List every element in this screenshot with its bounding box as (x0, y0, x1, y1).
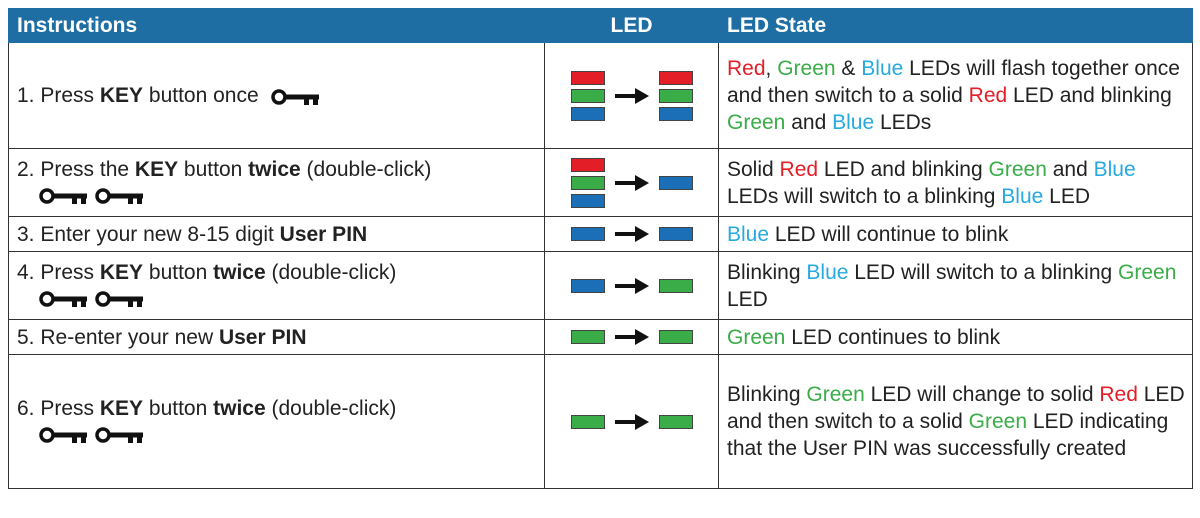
led-state-cell: Blue LED will continue to blink (718, 216, 1193, 252)
green-led (658, 330, 693, 344)
instruction-text: Press the (40, 158, 135, 181)
instruction-cell: 5. Re-enter your new User PIN (8, 319, 545, 355)
table-row: 2. Press the KEY button twice (double-cl… (8, 148, 1193, 217)
instruction-text: button once (143, 83, 259, 107)
instruction-cell: 6. Press KEY button twice (double-click) (8, 354, 545, 489)
green-led (570, 88, 605, 103)
table-row: 4. Press KEY button twice (double-click)… (8, 251, 1193, 320)
led-state-cell: Green LED continues to blink (718, 319, 1193, 355)
instructions-table: Instructions LED LED State 1. Press KEY … (8, 8, 1193, 489)
instruction-text: Press (40, 261, 100, 284)
instruction-bold: KEY (134, 158, 179, 181)
instruction-cell: 1. Press KEY button once (8, 42, 545, 149)
key-icons (17, 422, 538, 448)
instruction-bold: twice (213, 261, 266, 284)
key-icon (39, 188, 87, 205)
right-arrow-icon (614, 174, 649, 191)
green-led (570, 175, 605, 190)
led-cell (544, 251, 719, 320)
led-cell (544, 319, 719, 355)
instruction-text: (double-click) (300, 158, 432, 181)
blue-led (658, 106, 693, 121)
key-icons (17, 286, 538, 312)
led-state-cell: Blinking Green LED will change to solid … (718, 354, 1193, 489)
green-led (658, 278, 693, 293)
led-state-cell: Solid Red LED and blinking Green and Blu… (718, 148, 1193, 217)
key-icon (270, 82, 327, 109)
table-row: 5. Re-enter your new User PIN Green LED … (8, 319, 1193, 355)
header-led-state: LED State (718, 8, 1193, 43)
blue-led (570, 106, 605, 121)
red-led (570, 157, 605, 172)
red-led (570, 70, 605, 85)
instruction-bold: twice (213, 397, 266, 420)
led-stack-rgb (570, 70, 605, 121)
instruction-text: Re-enter your new (40, 325, 219, 349)
blue-led (570, 193, 605, 208)
instruction-text: button (143, 397, 214, 420)
green-led (570, 330, 605, 344)
instruction-text: button (178, 158, 249, 181)
key-icon (95, 427, 143, 444)
instruction-bold: KEY (99, 83, 144, 107)
blue-led (570, 227, 605, 241)
green-led (658, 88, 693, 103)
key-icon (39, 291, 87, 308)
table-row: 6. Press KEY button twice (double-click)… (8, 354, 1193, 489)
instruction-bold: twice (248, 158, 301, 181)
table-header-row: Instructions LED LED State (8, 8, 1193, 43)
instruction-bold: User PIN (279, 222, 368, 246)
led-stack-rgb (570, 157, 605, 208)
step-number: 6. (17, 397, 35, 420)
key-icon (95, 291, 143, 308)
instruction-cell: 4. Press KEY button twice (double-click) (8, 251, 545, 320)
instruction-bold: KEY (99, 261, 144, 284)
instruction-bold: KEY (99, 397, 144, 420)
blue-led (658, 175, 693, 190)
step-number: 4. (17, 261, 35, 284)
led-state-cell: Blinking Blue LED will switch to a blink… (718, 251, 1193, 320)
right-arrow-icon (614, 87, 649, 104)
instruction-cell: 2. Press the KEY button twice (double-cl… (8, 148, 545, 217)
key-icon (95, 188, 143, 205)
step-number: 3. (17, 222, 35, 246)
step-number: 1. (17, 83, 35, 107)
step-number: 5. (17, 325, 35, 349)
blue-led (658, 227, 693, 241)
red-led (658, 70, 693, 85)
led-cell (544, 216, 719, 252)
instruction-text: (double-click) (265, 261, 397, 284)
instructions-table-wrapper: Instructions LED LED State 1. Press KEY … (8, 8, 1193, 489)
led-state-cell: Red, Green & Blue LEDs will flash togeth… (718, 42, 1193, 149)
table-row: 1. Press KEY button once Red, Green & Bl… (8, 42, 1193, 149)
green-led (570, 414, 605, 429)
led-cell (544, 148, 719, 217)
instruction-text: (double-click) (265, 397, 397, 420)
blue-led (570, 278, 605, 293)
led-cell (544, 354, 719, 489)
key-icon (39, 427, 87, 444)
instruction-text: Press (40, 83, 100, 107)
header-instructions: Instructions (8, 8, 545, 43)
right-arrow-icon (614, 277, 649, 294)
instruction-text: Press (40, 397, 100, 420)
table-row: 3. Enter your new 8-15 digit User PIN Bl… (8, 216, 1193, 252)
instruction-text: Enter your new 8-15 digit (40, 222, 280, 246)
right-arrow-icon (614, 226, 649, 242)
right-arrow-icon (614, 329, 649, 345)
header-led: LED (544, 8, 719, 43)
instruction-text: button (143, 261, 214, 284)
led-stack-rgb (658, 70, 693, 121)
step-number: 2. (17, 158, 35, 181)
right-arrow-icon (614, 413, 649, 430)
instruction-bold: User PIN (218, 325, 307, 349)
key-icons (17, 183, 538, 209)
led-cell (544, 42, 719, 149)
instruction-cell: 3. Enter your new 8-15 digit User PIN (8, 216, 545, 252)
green-led (658, 414, 693, 429)
